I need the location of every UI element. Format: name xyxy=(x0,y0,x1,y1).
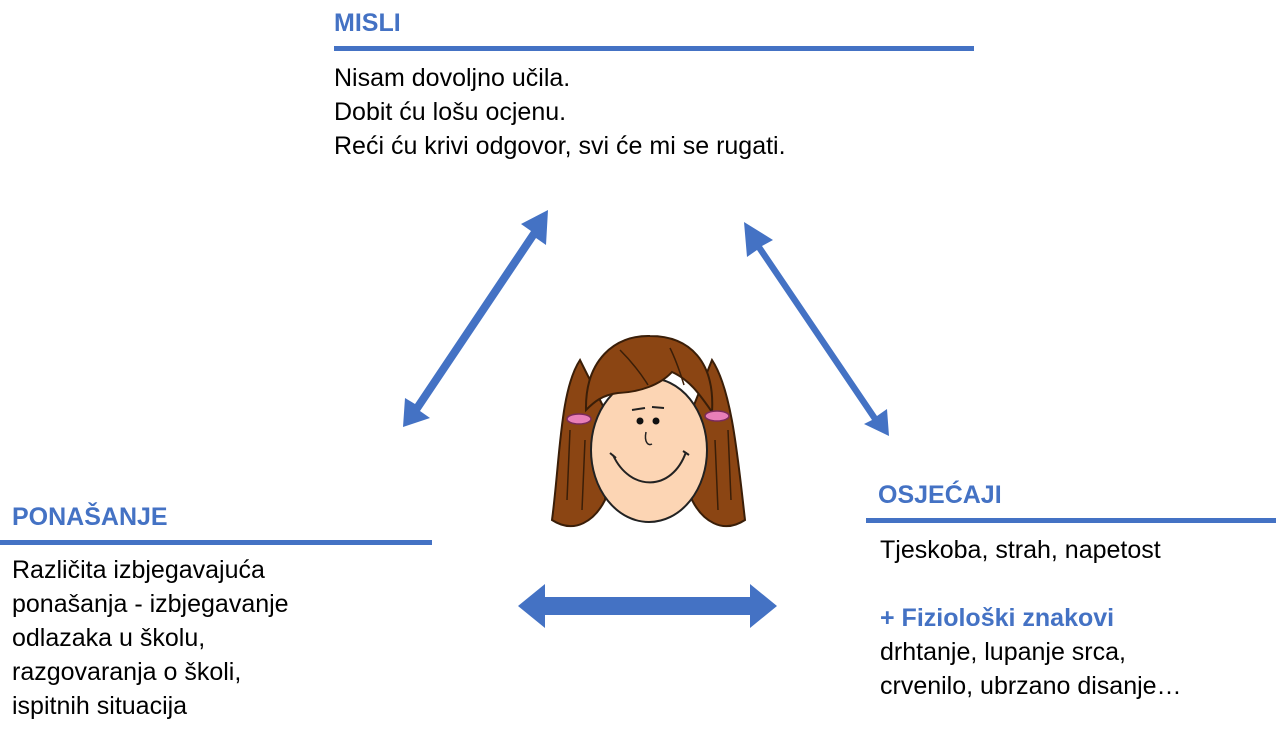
feelings-line: Tjeskoba, strah, napetost xyxy=(880,536,1161,564)
thoughts-section: MISLI Nisam dovoljno učila. Dobit ću loš… xyxy=(334,8,974,163)
girl-face-icon xyxy=(550,334,747,527)
behavior-line: ponašanja - izbjegavanje xyxy=(12,590,289,618)
feelings-text: Tjeskoba, strah, napetost xyxy=(866,533,1276,567)
physiological-signs-heading: + Fiziološki znakovi xyxy=(880,604,1115,632)
physiological-signs-text: drhtanje, lupanje srca, crvenilo, ubrzan… xyxy=(866,635,1276,703)
thoughts-line: Reći ću krivi odgovor, svi će mi se ruga… xyxy=(334,132,786,160)
behavior-line: Različita izbjegavajuća xyxy=(12,556,265,584)
thoughts-line: Nisam dovoljno učila. xyxy=(334,64,571,92)
arrow-thoughts-behavior xyxy=(403,210,548,427)
thoughts-text: Nisam dovoljno učila. Dobit ću lošu ocje… xyxy=(334,61,974,163)
physiological-line: drhtanje, lupanje srca, xyxy=(880,638,1126,666)
feelings-section: OSJEĆAJI Tjeskoba, strah, napetost + Fiz… xyxy=(866,480,1276,703)
physiological-line: crvenilo, ubrzano disanje… xyxy=(880,672,1182,700)
behavior-line: odlazaka u školu, xyxy=(12,624,206,652)
feelings-heading: OSJEĆAJI xyxy=(866,480,1276,523)
arrow-behavior-feelings xyxy=(518,584,777,628)
behavior-text: Različita izbjegavajuća ponašanja - izbj… xyxy=(0,553,432,723)
thoughts-heading: MISLI xyxy=(334,8,974,51)
arrow-thoughts-feelings xyxy=(744,222,889,436)
behavior-section: PONAŠANJE Različita izbjegavajuća ponaša… xyxy=(0,502,432,723)
behavior-heading: PONAŠANJE xyxy=(0,502,432,545)
behavior-line: razgovaranja o školi, xyxy=(12,658,242,686)
behavior-line: ispitnih situacija xyxy=(12,692,188,720)
thoughts-line: Dobit ću lošu ocjenu. xyxy=(334,98,567,126)
